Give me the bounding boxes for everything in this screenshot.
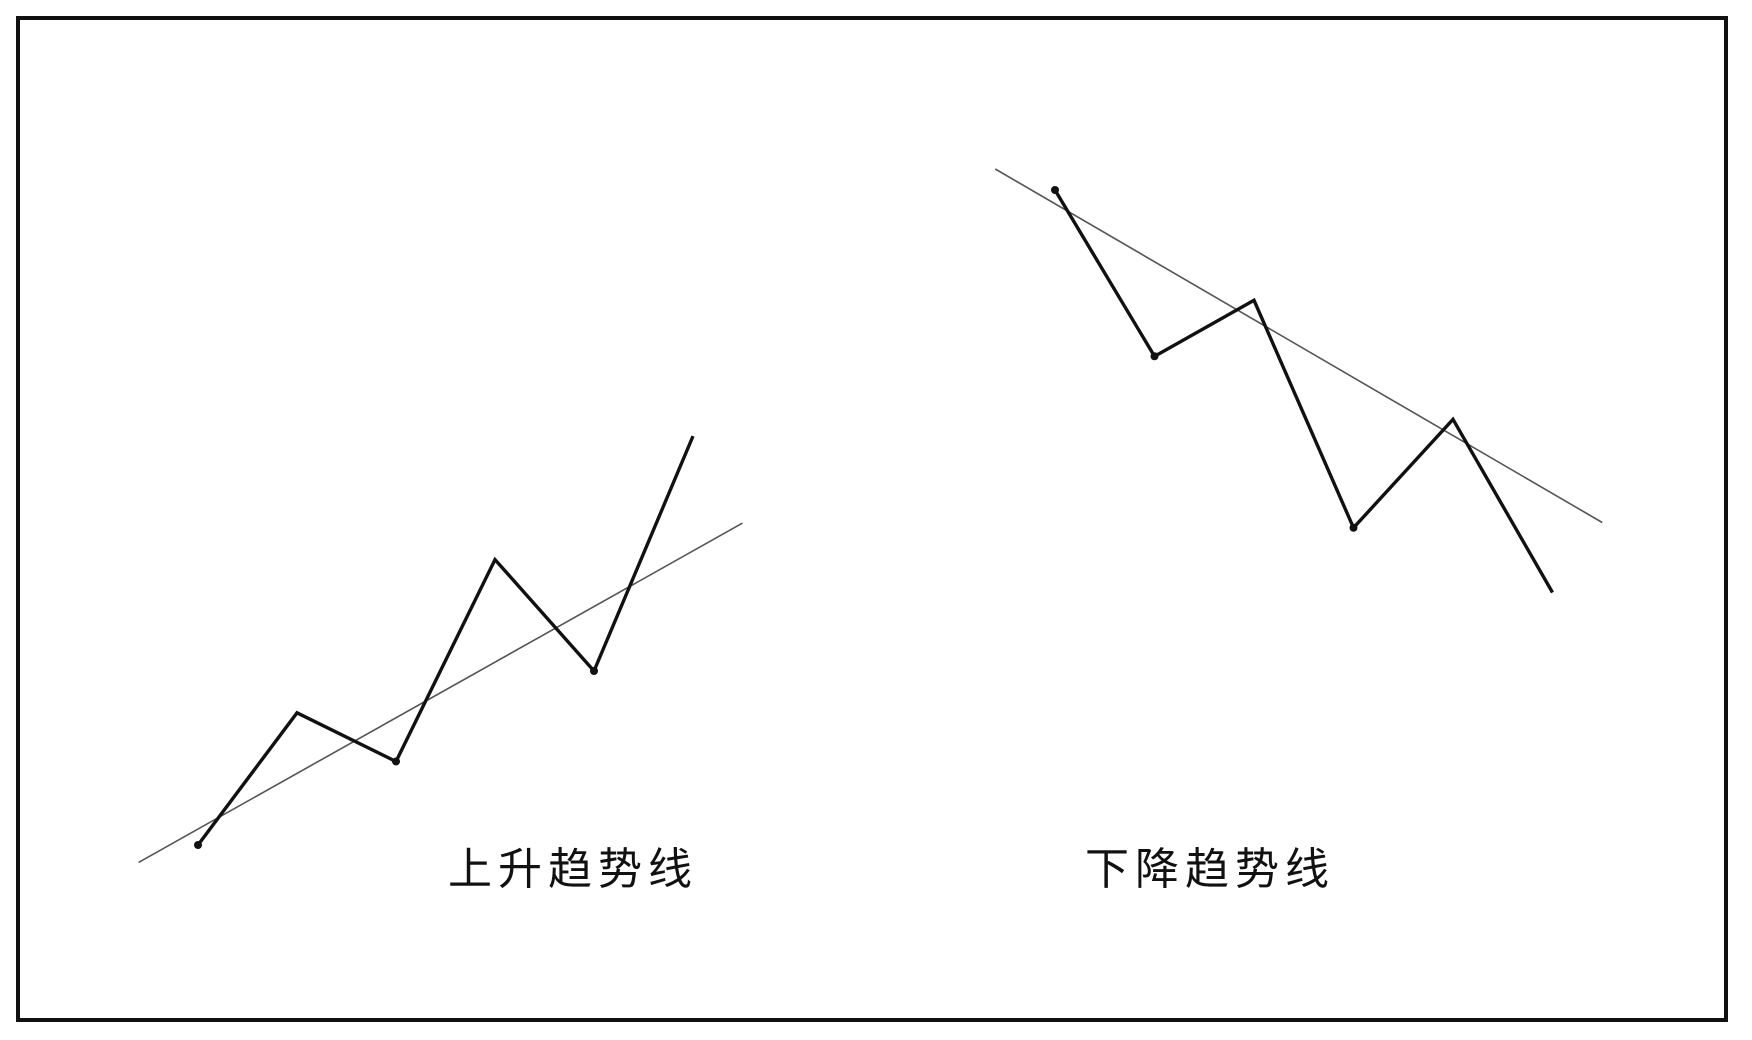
- downtrend-touch-point: [1349, 523, 1358, 532]
- uptrend-touch-point: [194, 841, 202, 849]
- downtrend-touch-point: [1150, 352, 1159, 361]
- downtrend-price-path: [1053, 189, 1554, 594]
- uptrend-touch-point: [392, 757, 400, 766]
- downtrend-touch-point: [1051, 186, 1059, 194]
- diagram-frame: [16, 16, 1728, 1022]
- uptrend-panel: [138, 435, 743, 864]
- downtrend-panel: [994, 168, 1603, 594]
- uptrend-touch-point: [590, 667, 598, 675]
- uptrend-label: 上升趋势线: [448, 844, 698, 895]
- downtrend-label: 下降趋势线: [1085, 844, 1335, 895]
- uptrend-price-path: [196, 435, 695, 847]
- uptrend-touch-points: [194, 667, 598, 849]
- uptrend-line: [138, 522, 743, 864]
- downtrend-line: [994, 168, 1603, 524]
- downtrend-touch-points: [1051, 186, 1358, 532]
